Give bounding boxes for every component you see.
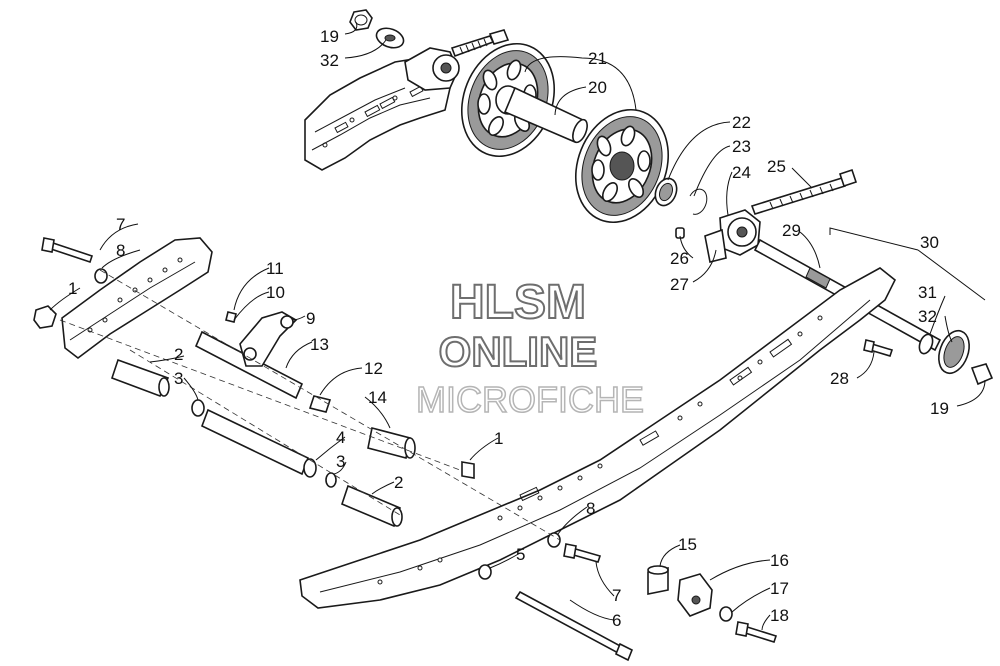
callout-label: 15 (678, 535, 697, 554)
callout-label: 1 (68, 279, 77, 298)
callout-label: 3 (174, 369, 183, 388)
callout-label: 7 (612, 586, 621, 605)
callout-label: 8 (586, 499, 595, 518)
callout-label: 10 (266, 283, 285, 302)
callout-label: 24 (732, 163, 751, 182)
callout-labels: 19 32 21 20 22 23 24 25 29 30 26 27 31 3… (68, 27, 949, 630)
callout-label: 8 (116, 241, 125, 260)
callout-label: 25 (767, 157, 786, 176)
assembly-centerlines (59, 269, 561, 541)
callout-label: 11 (266, 259, 284, 278)
watermark-line-1: HLSM (450, 276, 586, 329)
callout-label: 22 (732, 113, 751, 132)
callout-label: 16 (770, 551, 789, 570)
upper-rail-fragment (304, 57, 451, 171)
bearing-and-snap-ring (654, 177, 708, 215)
callout-label: 6 (612, 611, 621, 630)
callout-label: 27 (670, 275, 689, 294)
callout-label: 14 (368, 388, 387, 407)
leader-lines (49, 21, 986, 631)
callout-label: 31 (918, 283, 937, 302)
lower-components (33, 237, 778, 662)
callout-label: 1 (494, 429, 503, 448)
small-wheel-cap (918, 329, 994, 386)
callout-label: 32 (320, 51, 339, 70)
watermark-line-2: ONLINE (439, 328, 598, 375)
callout-label: 7 (116, 215, 125, 234)
callout-label: 23 (732, 137, 751, 156)
callout-label: 21 (588, 49, 607, 68)
callout-label: 18 (770, 606, 789, 625)
right-rail (299, 267, 897, 609)
top-nut-washer (349, 9, 405, 49)
callout-label: 5 (516, 545, 525, 564)
callout-label: 12 (364, 359, 383, 378)
callout-label: 30 (920, 233, 939, 252)
callout-label: 20 (588, 78, 607, 97)
callout-label: 29 (782, 221, 801, 240)
callout-label: 28 (830, 369, 849, 388)
upper-axle-bracket (404, 29, 510, 91)
callout-label: 2 (394, 473, 403, 492)
callout-label: 26 (670, 249, 689, 268)
idler-axle (503, 86, 588, 144)
callout-label: 32 (918, 307, 937, 326)
callout-label: 19 (930, 399, 949, 418)
callout-label: 13 (310, 335, 329, 354)
bolt-28 (863, 339, 894, 357)
callout-label: 17 (770, 579, 789, 598)
callout-label: 3 (336, 452, 345, 471)
idler-wheel-right (574, 108, 670, 224)
callout-label: 9 (306, 309, 315, 328)
callout-label: 2 (174, 345, 183, 364)
callout-label: 4 (336, 428, 345, 447)
callout-label: 19 (320, 27, 339, 46)
watermark: HLSM ONLINE MICROFICHE (415, 275, 645, 421)
long-bolt-25 (750, 168, 858, 215)
watermark-line-3: MICROFICHE (416, 379, 644, 420)
